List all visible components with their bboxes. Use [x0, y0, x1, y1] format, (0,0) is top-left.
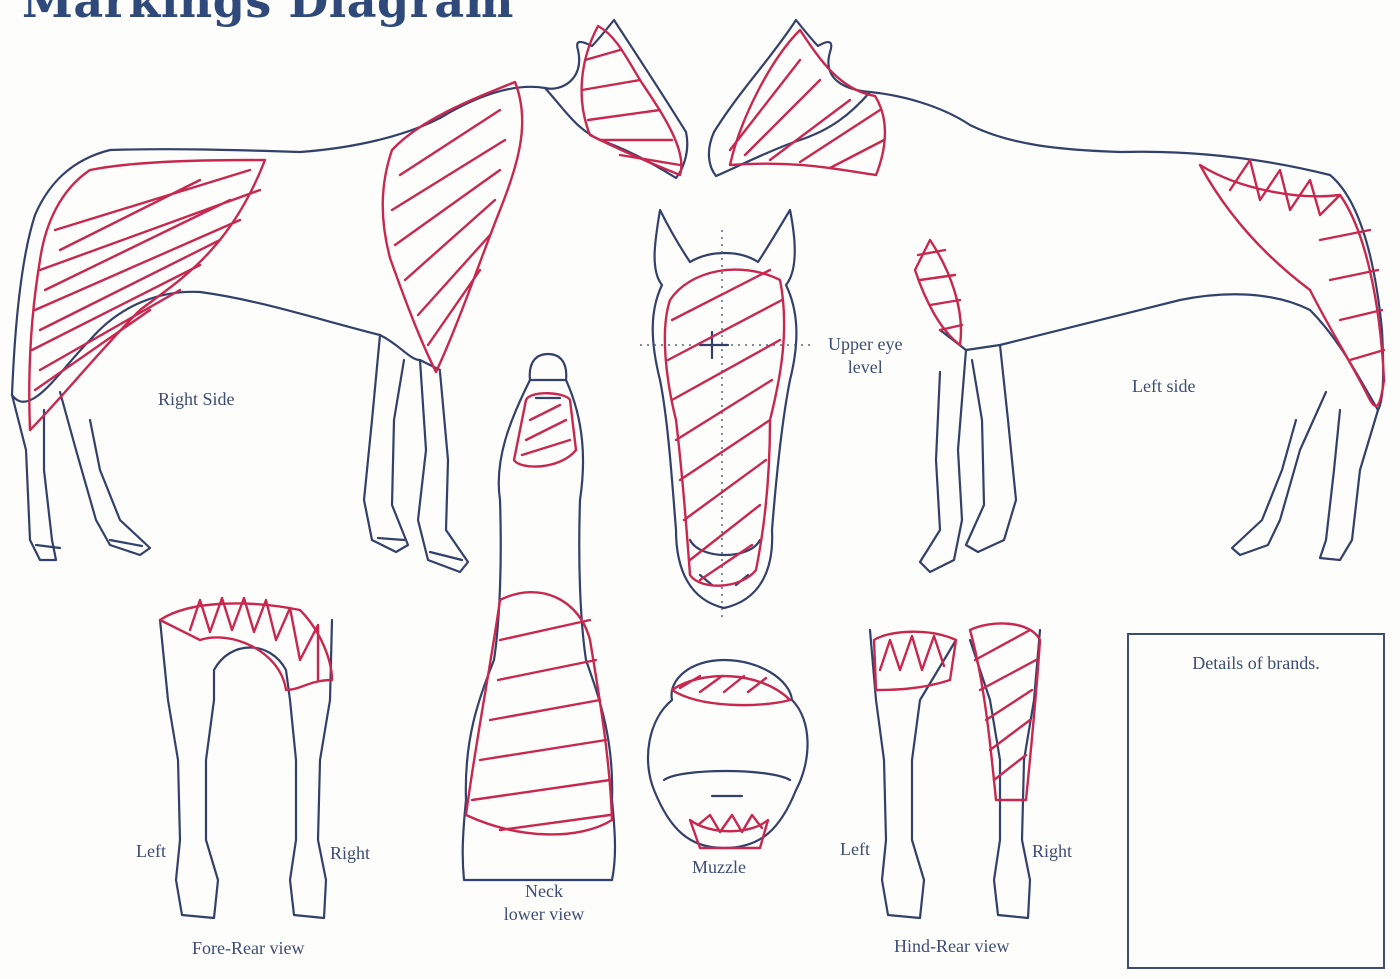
label-upper-eye-level: Upper eye level	[828, 333, 902, 379]
neck-lower-view	[463, 354, 615, 880]
label-fore-right: Right	[330, 842, 370, 865]
hind-legs-outline	[870, 630, 1040, 918]
muzzle-view	[648, 660, 808, 848]
head-front-view	[640, 210, 812, 620]
left-side-marking-chest	[915, 240, 961, 345]
right-side-marking-shoulder	[383, 82, 522, 372]
fore-legs-outline	[160, 620, 332, 918]
label-hind-rear-view: Hind-Rear view	[894, 935, 1009, 958]
label-fore-left: Left	[136, 840, 166, 863]
fore-rear-view	[160, 598, 332, 918]
label-neck-line1: Neck	[492, 880, 596, 903]
brands-details-box: Details of brands.	[1127, 633, 1385, 969]
label-muzzle: Muzzle	[692, 856, 746, 879]
muzzle-marking-upper	[672, 676, 790, 705]
label-right-side: Right Side	[158, 388, 235, 411]
hind-marking-right	[970, 623, 1040, 800]
brands-box-title: Details of brands.	[1129, 653, 1383, 674]
label-neck-line2: lower view	[492, 903, 596, 926]
left-side-body-outline	[716, 92, 1383, 410]
label-upper-eye-line2: level	[828, 356, 902, 379]
label-hind-left: Left	[840, 838, 870, 861]
label-fore-rear-view: Fore-Rear view	[192, 937, 304, 960]
horse-right-side	[12, 20, 687, 572]
hind-rear-view	[870, 623, 1040, 918]
head-front-marking-blaze	[665, 270, 784, 586]
label-hind-right: Right	[1032, 840, 1072, 863]
label-left-side: Left side	[1132, 375, 1195, 398]
label-upper-eye-line1: Upper eye	[828, 333, 902, 356]
horse-left-side	[709, 20, 1384, 572]
label-neck-lower-view: Neck lower view	[492, 880, 596, 926]
left-side-marking-hindquarter	[1200, 165, 1384, 406]
